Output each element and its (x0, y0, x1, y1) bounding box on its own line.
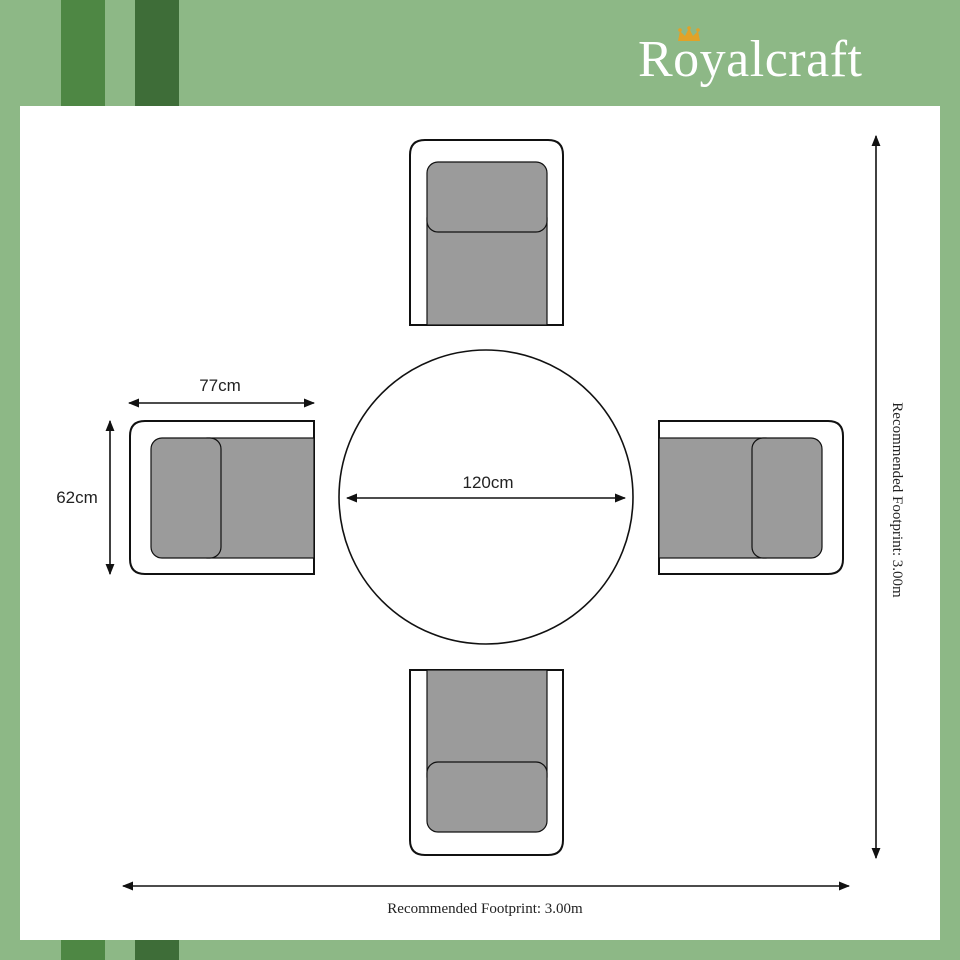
footprint-horizontal-label: Recommended Footprint: 3.00m (387, 901, 583, 917)
chair-right (658, 420, 844, 575)
brand-name: Royalcraft (638, 31, 863, 88)
footprint-vertical-label: Recommended Footprint: 3.00m (889, 402, 905, 598)
crown-icon (678, 26, 700, 41)
footer-stripe-light (61, 940, 105, 960)
header-stripe-light (61, 0, 105, 106)
chair-seat-cushion (658, 437, 767, 559)
brand-logo: Royalcraft (630, 20, 910, 90)
chair-seat-cushion (426, 217, 548, 326)
chair-back-cushion (426, 761, 548, 833)
chair-top (409, 139, 564, 326)
furniture-layout-diagram: 120cm 77cm 62cm Recommended Footprint: 3… (56, 134, 905, 917)
chair-bottom (409, 669, 564, 856)
round-table (338, 349, 634, 645)
chair-width-label: 77cm (199, 376, 241, 395)
chair-depth-label: 62cm (56, 488, 98, 507)
header-stripe-dark (135, 0, 179, 106)
footer-stripe-dark (135, 940, 179, 960)
table-diameter-label: 120cm (462, 473, 513, 492)
chair-back-cushion (751, 437, 823, 559)
chair-back-cushion (426, 161, 548, 233)
chair-left (129, 420, 315, 575)
diagram-panel: 120cm 77cm 62cm Recommended Footprint: 3… (20, 106, 940, 940)
chair-seat-cushion (426, 669, 548, 778)
chair-seat-cushion (206, 437, 315, 559)
chair-back-cushion (150, 437, 222, 559)
